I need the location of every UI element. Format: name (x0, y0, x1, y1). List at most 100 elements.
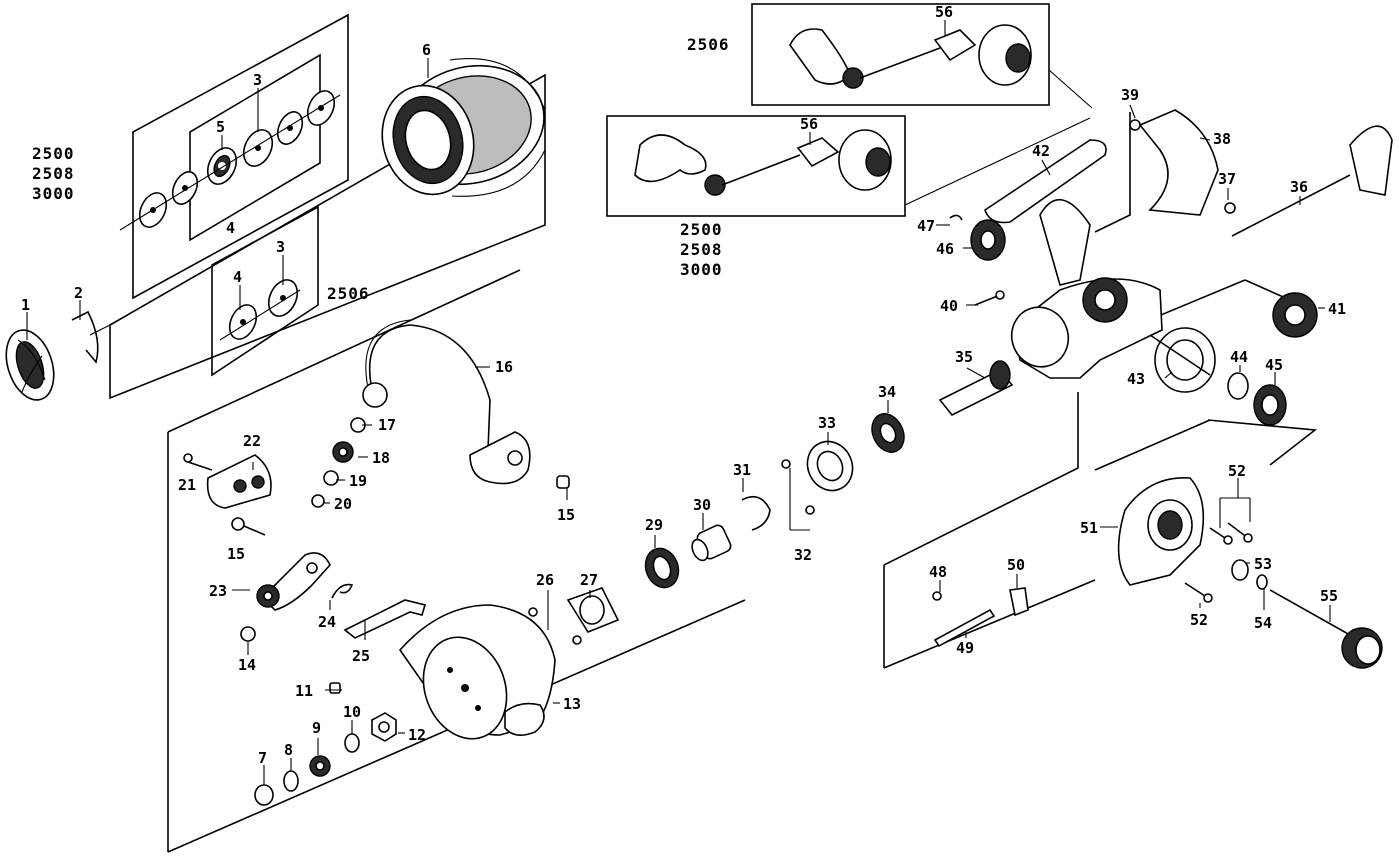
label-3-2506: 3 (276, 238, 285, 256)
part-54-clip (1256, 574, 1268, 590)
label-49: 49 (956, 639, 974, 657)
part-55-shaft (1269, 589, 1383, 669)
part-40-screw (974, 290, 1005, 306)
part-52-screws (1184, 522, 1253, 603)
part-14-nut (240, 626, 256, 642)
label-10: 10 (343, 703, 361, 721)
label-11: 11 (295, 682, 313, 700)
part-56-handle-2500 (634, 129, 892, 196)
part-32-screw-a (781, 459, 791, 469)
label-7: 7 (258, 749, 267, 767)
part-50-lever (1009, 587, 1029, 617)
part-39-screw (1129, 119, 1141, 131)
label-50: 50 (1007, 556, 1025, 574)
part-46-bearing (970, 219, 1006, 261)
model-3000-handle: 3000 (680, 260, 723, 279)
label-31: 31 (733, 461, 751, 479)
label-1: 1 (21, 296, 30, 314)
label-56-mid: 56 (800, 115, 818, 133)
label-18: 18 (372, 449, 390, 467)
label-53: 53 (1254, 555, 1272, 573)
part-43-drive-gear (1149, 327, 1216, 393)
part-10-washer (344, 733, 360, 753)
part-44-washer (1227, 372, 1249, 400)
label-39: 39 (1121, 86, 1139, 104)
part-51-side-cover (1117, 477, 1205, 586)
part-53-washer (1231, 559, 1249, 581)
part-2-clip (71, 310, 99, 364)
label-33: 33 (818, 414, 836, 432)
label-13: 13 (563, 695, 581, 713)
model-2508-handle: 2508 (680, 240, 723, 259)
part-26-screws (528, 607, 582, 645)
label-9: 9 (312, 719, 321, 737)
label-44: 44 (1230, 348, 1248, 366)
label-5: 5 (216, 118, 225, 136)
part-49-shaft (933, 608, 996, 648)
label-21: 21 (178, 476, 196, 494)
group-frames (89, 3, 1318, 853)
part-42-foot (984, 139, 1107, 224)
label-37: 37 (1218, 170, 1236, 188)
label-30: 30 (693, 496, 711, 514)
parts (5, 24, 1393, 806)
label-25: 25 (352, 647, 370, 665)
leader-lines (26, 20, 1331, 785)
part-1-drag-knob (5, 329, 55, 401)
label-6: 6 (422, 41, 431, 59)
label-40: 40 (940, 297, 958, 315)
label-56-top: 56 (935, 3, 953, 21)
label-52-bottom: 52 (1190, 611, 1208, 629)
model-2506-handle: 2506 (687, 35, 730, 54)
part-29-bearing (644, 547, 680, 589)
part-48-screw (932, 591, 942, 601)
label-29: 29 (645, 516, 663, 534)
label-55: 55 (1320, 587, 1338, 605)
spool-washers (119, 90, 341, 231)
part-13-rotor (398, 604, 556, 740)
part-bail-arm (469, 431, 531, 485)
part-7-washer (254, 784, 274, 806)
part-31-clip (741, 495, 771, 531)
label-27: 27 (580, 571, 598, 589)
label-54: 54 (1254, 614, 1272, 632)
part-25-trip-lever (343, 599, 427, 639)
label-46: 46 (936, 240, 954, 258)
spool-washers-2506 (219, 279, 301, 341)
label-24: 24 (318, 613, 336, 631)
label-15-right: 15 (557, 506, 575, 524)
part-19-washer (323, 470, 339, 486)
label-16: 16 (495, 358, 513, 376)
part-45-bearing (1253, 384, 1287, 426)
part-bail-cap (362, 382, 388, 408)
model-2500-spool: 2500 (32, 144, 75, 163)
label-52-top: 52 (1228, 462, 1246, 480)
label-26: 26 (536, 571, 554, 589)
part-11-screw (329, 682, 341, 694)
part-35-pinion (938, 360, 1014, 417)
label-41: 41 (1328, 300, 1346, 318)
label-8: 8 (284, 741, 293, 759)
part-24-spring (331, 583, 354, 599)
model-2508-spool: 2508 (32, 164, 75, 183)
label-12: 12 (408, 726, 426, 744)
part-number-labels: 1 2 3 3 4 4 5 6 7 8 9 10 11 12 13 14 15 … (21, 3, 1346, 767)
model-3000-spool: 3000 (32, 184, 75, 203)
label-36: 36 (1290, 178, 1308, 196)
part-15-screw-b (231, 517, 266, 536)
part-6-spool (381, 58, 546, 197)
label-43: 43 (1127, 370, 1145, 388)
model-2500-handle: 2500 (680, 220, 723, 239)
label-20: 20 (334, 495, 352, 513)
label-47: 47 (917, 217, 935, 235)
label-45: 45 (1265, 356, 1283, 374)
label-22: 22 (243, 432, 261, 450)
part-56-handle-2506 (789, 24, 1032, 89)
label-38: 38 (1213, 130, 1231, 148)
part-37-screw (1224, 202, 1236, 214)
part-16-bail (368, 324, 491, 451)
reel-body (1010, 198, 1163, 379)
label-32: 32 (794, 546, 812, 564)
label-51: 51 (1080, 519, 1098, 537)
